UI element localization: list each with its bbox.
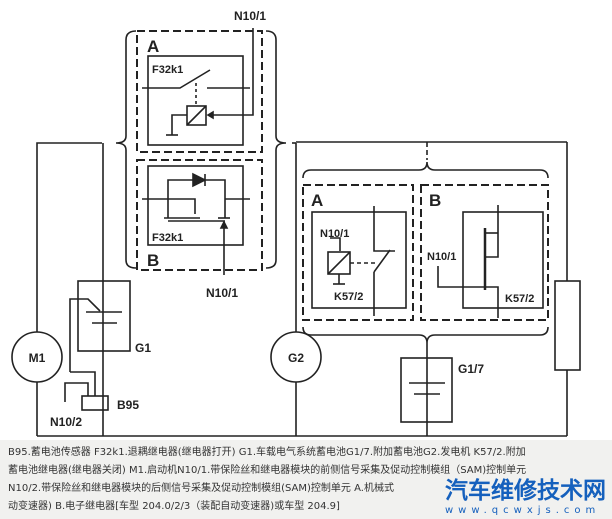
label-k57-2-a: K57/2	[334, 291, 363, 303]
label-n10-1-top: N10/1	[234, 9, 266, 23]
variant-b-right-box	[420, 184, 549, 321]
top-brace	[302, 161, 549, 179]
relay-k57-2-a	[311, 211, 407, 309]
label-n10-2: N10/2	[50, 415, 82, 429]
relay-f32k1-a	[147, 55, 244, 146]
watermark-title: 汽车维修技术网	[445, 478, 606, 504]
caption-line: N10/2.带保险丝和继电器模块的后侧信号采集及促动控制模组(SAM)控制单元 …	[8, 483, 394, 494]
label-m1: M1	[29, 351, 46, 365]
relay-k57-2-b	[462, 211, 544, 309]
label-g2: G2	[288, 351, 304, 365]
left-brace	[115, 30, 137, 269]
variant-b-box	[136, 159, 263, 271]
label-b-left: B	[147, 251, 159, 270]
right-brace	[265, 30, 287, 269]
label-n10-1-ra: N10/1	[320, 228, 349, 240]
label-f32k1-a: F32k1	[152, 64, 183, 76]
label-b-right: B	[429, 191, 441, 210]
label-a-right: A	[311, 191, 323, 210]
battery-g1-symbol	[64, 280, 131, 411]
circuit-diagram: M1 G1 B95 N10/2 A F32k1 N10/1 B F32k1 N1…	[11, 9, 581, 437]
label-k57-2-b: K57/2	[505, 293, 534, 305]
resistor-symbol	[554, 280, 581, 371]
watermark: 汽车维修技术网 www.qcwxjs.com	[445, 479, 612, 517]
battery-g1-7-symbol	[400, 357, 453, 423]
wires	[36, 141, 568, 437]
caption-line: 动变速器) B.电子继电器[车型 204.0/2/3（装配自动变速器)或车型 2…	[8, 501, 340, 512]
label-b95: B95	[117, 398, 139, 412]
caption-line: 蓄电池继电器(继电器关闭) M1.启动机N10/1.带保险丝和继电器模块的前侧信…	[8, 465, 527, 476]
label-g1-7: G1/7	[458, 362, 484, 376]
variant-a-box	[136, 30, 263, 153]
bottom-brace	[302, 326, 549, 344]
caption-line: B95.蓄电池传感器 F32k1.退耦继电器(继电器打开) G1.车载电气系统蓄…	[8, 447, 526, 458]
label-f32k1-b: F32k1	[152, 232, 183, 244]
label-g1: G1	[135, 341, 151, 355]
battery-sensor-b95	[81, 395, 109, 411]
starter-motor-symbol	[11, 331, 63, 383]
relay-f32k1-b	[147, 165, 244, 246]
generator-symbol	[270, 331, 322, 383]
watermark-url: www.qcwxjs.com	[445, 505, 601, 516]
label-a-left: A	[147, 37, 159, 56]
label-n10-1-mid: N10/1	[206, 286, 238, 300]
label-n10-1-rb: N10/1	[427, 251, 456, 263]
caption: B95.蓄电池传感器 F32k1.退耦继电器(继电器打开) G1.车载电气系统蓄…	[0, 440, 612, 519]
variant-a-right-box	[302, 184, 414, 321]
